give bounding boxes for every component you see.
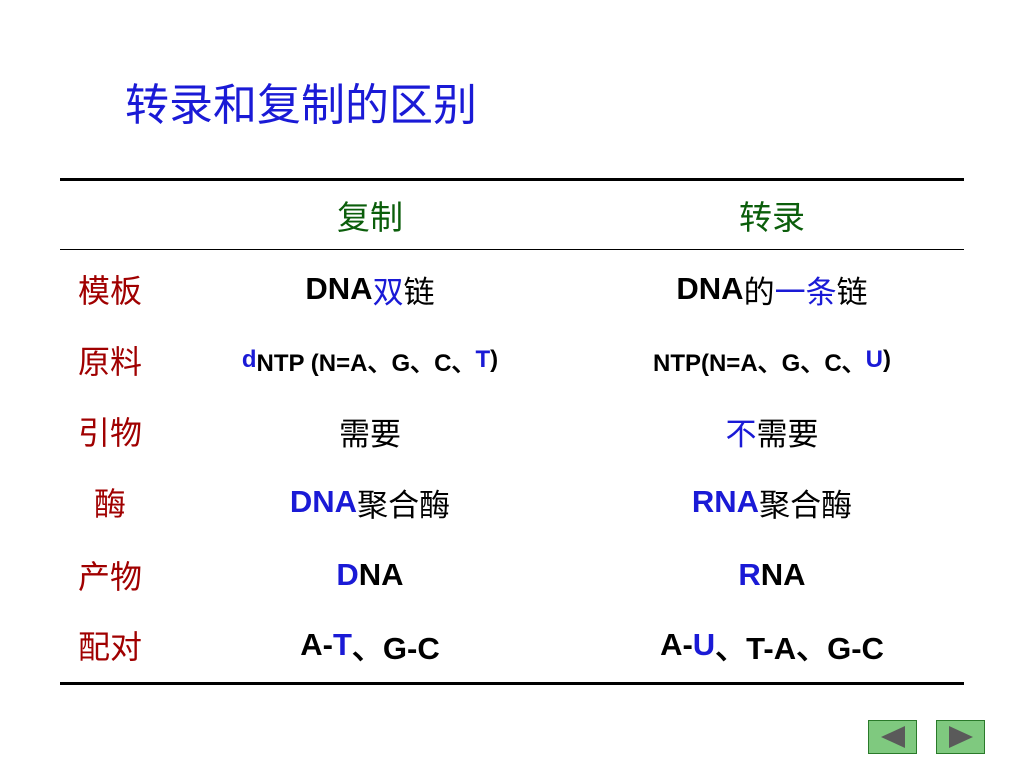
header-replication: 复制 bbox=[337, 198, 403, 237]
cell-text-segment: 双 bbox=[372, 274, 404, 311]
header-transcription: 转录 bbox=[739, 198, 805, 237]
cell-text-segment: A- bbox=[660, 627, 693, 662]
row-label: 原料 bbox=[77, 343, 142, 381]
cell-text-segment: T bbox=[475, 346, 491, 373]
cell-text-segment: ) bbox=[490, 346, 499, 373]
cell-text-segment: U bbox=[692, 627, 716, 662]
cell-text-segment: 的 bbox=[743, 274, 775, 311]
transcription-cell: 不需要 bbox=[580, 396, 964, 466]
transcription-cell: NTP(N=A、G、C、U) bbox=[580, 325, 964, 395]
cell-text-segment: DNA bbox=[676, 271, 744, 306]
transcription-cell: A-U、T-A、G-C bbox=[580, 610, 964, 680]
replication-cell: 需要 bbox=[170, 396, 570, 466]
table-header-row: 复制 转录 bbox=[60, 181, 964, 249]
cell-text-segment: 需要 bbox=[756, 416, 819, 453]
cell-text-segment: 一条 bbox=[774, 274, 837, 311]
cell-text-segment: 链 bbox=[403, 274, 435, 311]
cell-text-segment: RNA bbox=[691, 484, 760, 519]
table-bottom-rule bbox=[60, 682, 964, 685]
cell-text-segment: DNA bbox=[305, 271, 373, 306]
row-label: 配对 bbox=[77, 628, 142, 666]
next-slide-button[interactable] bbox=[936, 720, 985, 754]
cell-text-segment: DNA bbox=[289, 484, 358, 519]
cell-text-segment: NA bbox=[358, 557, 404, 592]
header-empty-cell bbox=[60, 181, 160, 249]
triangle-left-icon bbox=[880, 726, 905, 748]
table-row: 引物需要不需要 bbox=[60, 396, 964, 466]
row-label: 产物 bbox=[77, 558, 142, 596]
cell-text-segment: T bbox=[332, 627, 352, 662]
cell-text-segment: R bbox=[738, 557, 761, 592]
cell-text-segment: ) bbox=[883, 346, 891, 373]
cell-text-segment: NTP (N=A、G、C、 bbox=[256, 349, 476, 377]
cell-text-segment: 聚合酶 bbox=[759, 487, 853, 524]
cell-text-segment: A- bbox=[300, 627, 333, 662]
cell-text-segment: 、T-A、G-C bbox=[715, 630, 884, 666]
page-title: 转录和复制的区别 bbox=[125, 80, 477, 131]
cell-text-segment: 、G-C bbox=[351, 630, 440, 666]
previous-slide-button[interactable] bbox=[868, 720, 917, 754]
row-label: 模板 bbox=[77, 272, 142, 310]
cell-text-segment: 链 bbox=[836, 274, 868, 311]
cell-text-segment: 聚合酶 bbox=[357, 487, 451, 524]
cell-text-segment: d bbox=[241, 346, 257, 373]
cell-text-segment: NA bbox=[760, 557, 806, 592]
row-label: 酶 bbox=[93, 485, 126, 523]
cell-text-segment: D bbox=[336, 557, 359, 592]
cell-text-segment: 需要 bbox=[339, 416, 401, 453]
cell-text-segment: 不 bbox=[725, 416, 757, 453]
cell-text-segment: NTP(N=A、G、C、 bbox=[652, 349, 866, 377]
cell-text-segment: U bbox=[865, 346, 883, 373]
table-top-rule bbox=[60, 178, 964, 181]
table-header-rule bbox=[60, 249, 964, 250]
replication-cell: A-T、G-C bbox=[170, 610, 570, 680]
row-label: 引物 bbox=[77, 414, 142, 452]
triangle-right-icon bbox=[948, 726, 973, 748]
